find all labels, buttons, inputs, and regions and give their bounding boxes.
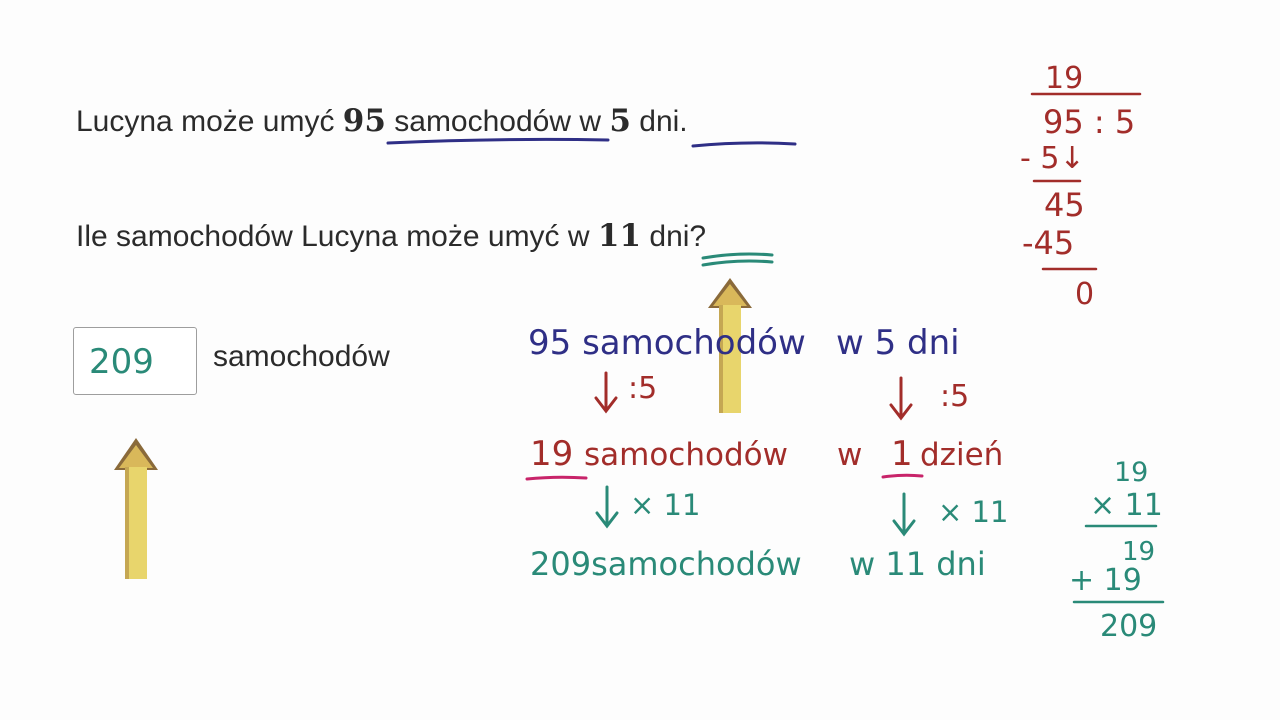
problem-text: dni.: [630, 105, 688, 138]
work-op1-right: :5: [940, 379, 969, 414]
work-row2-w: w: [837, 437, 862, 473]
problem-question: Ile samochodów Lucyna może umyć w 11 dni…: [76, 218, 706, 254]
arrow-down-icon: [889, 376, 913, 421]
problem-number: 5: [609, 103, 631, 139]
work-row2-num: 19: [530, 434, 573, 474]
work-row3-right: w 11 dni: [849, 545, 986, 583]
question-number: 11: [597, 218, 642, 254]
problem-statement: Lucyna może umyć 95 samochodów w 5 dni.: [76, 103, 688, 139]
mult-partial1: 19: [1122, 537, 1155, 567]
answer-input[interactable]: 209: [73, 327, 197, 395]
division-quotient: 19: [1045, 61, 1083, 96]
underline-19: [525, 475, 588, 481]
work-row1-left: 95 samochodów: [528, 323, 806, 363]
pointer-arrow-icon: [114, 438, 158, 579]
mult-partial2: + 19: [1069, 563, 1142, 598]
pointer-arrow-icon: [708, 278, 752, 413]
work-row2-right: dzień: [920, 437, 1003, 473]
work-row1-right: w 5 dni: [836, 323, 960, 363]
column-multiplication: 19 × 11 19 + 19 209: [1069, 457, 1165, 644]
arrow-down-icon: [595, 485, 619, 529]
work-op2-right: × 11: [938, 495, 1008, 529]
long-division: 19 95 : 5 - 5↓ 45 -45 0: [1020, 61, 1142, 312]
arrow-down-icon: [594, 371, 618, 414]
problem-number: 95: [342, 103, 386, 139]
work-row2-num-right: 1: [891, 434, 913, 474]
division-step1: - 5↓: [1020, 141, 1085, 176]
mult-multiplier: × 11: [1090, 488, 1163, 523]
underline-95-samochodow: [386, 137, 610, 145]
question-text: Ile samochodów Lucyna może umyć w: [76, 220, 598, 253]
underline-5-dni: [691, 141, 797, 148]
work-op2-left: × 11: [630, 488, 700, 522]
mult-top: 19: [1114, 457, 1148, 488]
underline-11-dni: [701, 259, 774, 267]
division-step2: -45: [1022, 224, 1074, 262]
problem-text: samochodów w: [385, 105, 610, 138]
underline-1: [881, 473, 924, 479]
work-row3-left: 209samochodów: [530, 545, 802, 583]
question-text: dni?: [641, 220, 707, 253]
division-dividend: 95 : 5: [1043, 103, 1135, 141]
answer-unit-label: samochodów: [213, 340, 390, 373]
problem-text: Lucyna może umyć: [76, 105, 343, 138]
division-remainder1: 45: [1044, 186, 1085, 224]
arrow-down-icon: [892, 492, 916, 537]
work-row2-left: samochodów: [584, 437, 788, 473]
division-remainder2: 0: [1075, 277, 1094, 312]
work-op1-left: :5: [628, 371, 657, 406]
mult-result: 209: [1100, 609, 1157, 644]
underline-11-dni: [701, 252, 774, 260]
